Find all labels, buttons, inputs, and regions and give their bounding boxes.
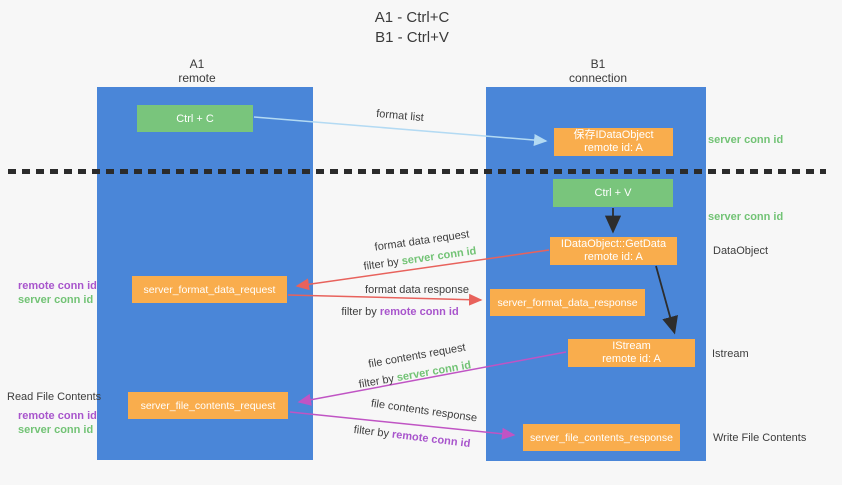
label-format-list: format list [375, 107, 425, 125]
node-server-file-contents-response: server_file_contents_response [523, 424, 680, 451]
server-file-contents-request-label: server_file_contents_request [140, 399, 276, 412]
node-ctrl-c: Ctrl + C [137, 105, 253, 132]
note-server-conn-id: server conn id [18, 424, 94, 436]
filter-key-remote-conn-id: remote conn id [391, 428, 471, 451]
title-line-2: B1 - Ctrl+V [375, 29, 449, 46]
label-filter-file-response: filter by remote conn id [353, 424, 471, 450]
ctrl-c-label: Ctrl + C [176, 112, 214, 125]
node-idataobject-getdata: IDataObject::GetData remote id: A [550, 237, 677, 265]
phase-divider-dotted-line [8, 169, 826, 174]
node-server-format-data-request: server_format_data_request [132, 276, 287, 303]
lane-a1-subtitle: remote [178, 71, 216, 85]
label-filter-format-response: filter by remote conn id [341, 306, 458, 318]
note-server-conn-id-mid: server conn id [708, 211, 784, 223]
server-format-data-request-label: server_format_data_request [143, 283, 276, 296]
node-server-file-contents-request: server_file_contents_request [128, 392, 288, 419]
note-write-file-contents: Write File Contents [713, 432, 807, 444]
node-server-format-data-response: server_format_data_response [490, 289, 645, 316]
save-idataobject-line2: remote id: A [584, 142, 643, 154]
server-file-contents-response-label: server_file_contents_response [529, 431, 673, 444]
save-idataobject-line1: 保存IDataObject [573, 129, 654, 141]
istream-line2: remote id: A [602, 353, 661, 365]
filter-key-server-conn-id: server conn id [400, 245, 478, 268]
filter-prefix: filter by [357, 372, 398, 391]
ctrl-v-label: Ctrl + V [594, 187, 632, 199]
server-format-data-response-label: server_format_data_response [497, 296, 638, 309]
filter-prefix: filter by [362, 255, 403, 273]
note-remote-conn-id: remote conn id [18, 280, 97, 292]
note-remote-conn-id: remote conn id [18, 410, 97, 422]
lane-b1-subtitle: connection [568, 71, 628, 85]
filter-key-remote-conn-id: remote conn id [379, 306, 459, 318]
node-ctrl-v: Ctrl + V [553, 179, 673, 207]
note-read-file-contents: Read File Contents [7, 391, 102, 403]
getdata-line1: IDataObject::GetData [560, 238, 667, 250]
getdata-line2: remote id: A [584, 251, 643, 263]
node-istream: IStream remote id: A [568, 339, 695, 367]
note-istream: Istream [712, 348, 749, 360]
note-server-conn-id-top: server conn id [708, 134, 784, 146]
filter-prefix: filter by [353, 423, 393, 441]
lane-b1-header: B1 connection [569, 57, 627, 85]
diagram-title: A1 - Ctrl+C B1 - Ctrl+V [375, 8, 450, 48]
note-server-conn-id: server conn id [18, 294, 94, 306]
lane-a1-name: A1 [189, 57, 205, 71]
label-format-data-response: format data response [365, 284, 469, 296]
istream-line1: IStream [612, 340, 651, 352]
note-left-bottom-conn-ids: remote conn id server conn id [18, 409, 97, 437]
lane-b1-name: B1 [590, 57, 606, 71]
note-dataobject: DataObject [713, 245, 769, 257]
label-file-contents-response: file contents response [370, 397, 478, 425]
title-line-1: A1 - Ctrl+C [374, 9, 450, 26]
note-left-top-conn-ids: remote conn id server conn id [18, 279, 97, 307]
lane-a1-header: A1 remote [178, 57, 215, 85]
filter-prefix: filter by [341, 306, 380, 318]
node-save-idataobject: 保存IDataObject remote id: A [554, 128, 673, 156]
